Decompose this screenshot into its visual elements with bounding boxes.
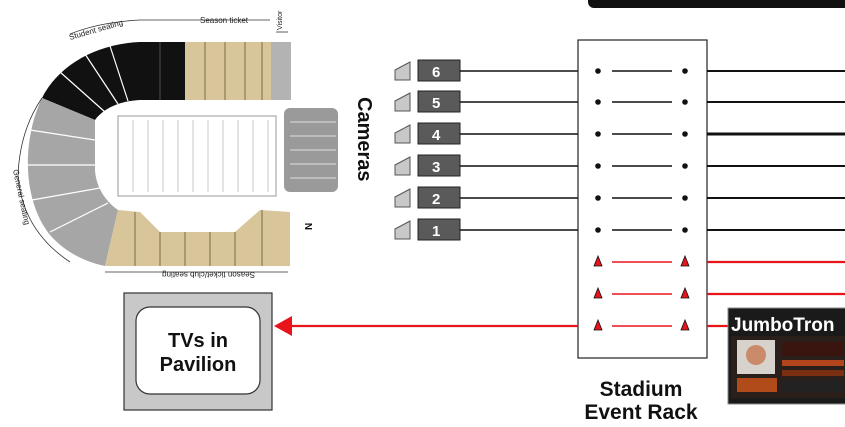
camera-number: 2 — [432, 191, 440, 208]
tv-label-line2: Pavilion — [160, 354, 237, 376]
camera-2: 2 — [395, 187, 578, 208]
football-field — [118, 116, 276, 196]
rack-input-dot — [595, 68, 601, 74]
camera-3: 3 — [395, 155, 578, 176]
student-seating-block — [140, 42, 185, 100]
jumbotron: JumboTron — [728, 308, 845, 404]
rack-label-line1: Stadium — [600, 378, 683, 401]
visitor-block — [271, 42, 291, 100]
club-seating-label: Season ticket/club seating — [162, 270, 255, 279]
north-marker: N — [304, 223, 315, 230]
jumbotron-footer — [782, 380, 844, 392]
tv-label-line1: TVs in — [168, 330, 228, 352]
camera-lens-icon — [395, 221, 410, 239]
tvs-in-pavilion: TVs in Pavilion — [124, 293, 272, 410]
jumbotron-stat-row — [782, 360, 844, 366]
rack-input-dot — [595, 195, 601, 201]
rack-output-dot — [682, 163, 688, 169]
rack-output-dot — [682, 99, 688, 105]
season-ticket-block — [185, 42, 271, 100]
rack-label-line2: Event Rack — [584, 401, 698, 424]
visitor-label: Visitor — [277, 10, 284, 30]
rack-input-dot — [595, 227, 601, 233]
rack-input-dot — [595, 131, 601, 137]
rack-output-dot — [682, 131, 688, 137]
cameras-title: Cameras — [353, 97, 375, 182]
camera-1: 1 — [395, 219, 578, 240]
rack-output-dot — [682, 68, 688, 74]
jumbotron-label: JumboTron — [731, 315, 834, 336]
camera-5: 5 — [395, 91, 578, 112]
camera-6: 6 — [395, 60, 578, 81]
general-seating-label: General seating — [11, 169, 32, 226]
rack-input-dot — [595, 99, 601, 105]
general-seating-curve — [28, 98, 118, 266]
rack-output-dot — [682, 227, 688, 233]
top-dark-bar — [588, 0, 845, 8]
jumbotron-scoreboard — [782, 342, 844, 356]
rack-output-dot — [682, 195, 688, 201]
camera-number: 5 — [432, 95, 440, 112]
camera-number: 1 — [432, 223, 440, 240]
camera-number: 3 — [432, 159, 440, 176]
camera-lens-icon — [395, 157, 410, 175]
stadium-map: Student seating Season ticket Visitor Ge… — [11, 10, 338, 279]
season-ticket-label: Season ticket — [200, 16, 249, 25]
camera-number: 6 — [432, 64, 440, 81]
camera-list: 6 5 4 3 2 1 — [395, 60, 578, 240]
camera-lens-icon — [395, 125, 410, 143]
pavilion-arrow-icon — [274, 316, 292, 336]
jumbotron-face-icon — [746, 345, 766, 365]
camera-lens-icon — [395, 62, 410, 80]
student-seating-label: Student seating — [68, 18, 124, 42]
camera-4: 4 — [395, 123, 578, 144]
jumbotron-stat-row — [782, 370, 844, 376]
camera-lens-icon — [395, 189, 410, 207]
rack-input-dot — [595, 163, 601, 169]
jumbotron-ticker — [737, 378, 777, 392]
camera-number: 4 — [432, 127, 441, 144]
camera-lens-icon — [395, 93, 410, 111]
